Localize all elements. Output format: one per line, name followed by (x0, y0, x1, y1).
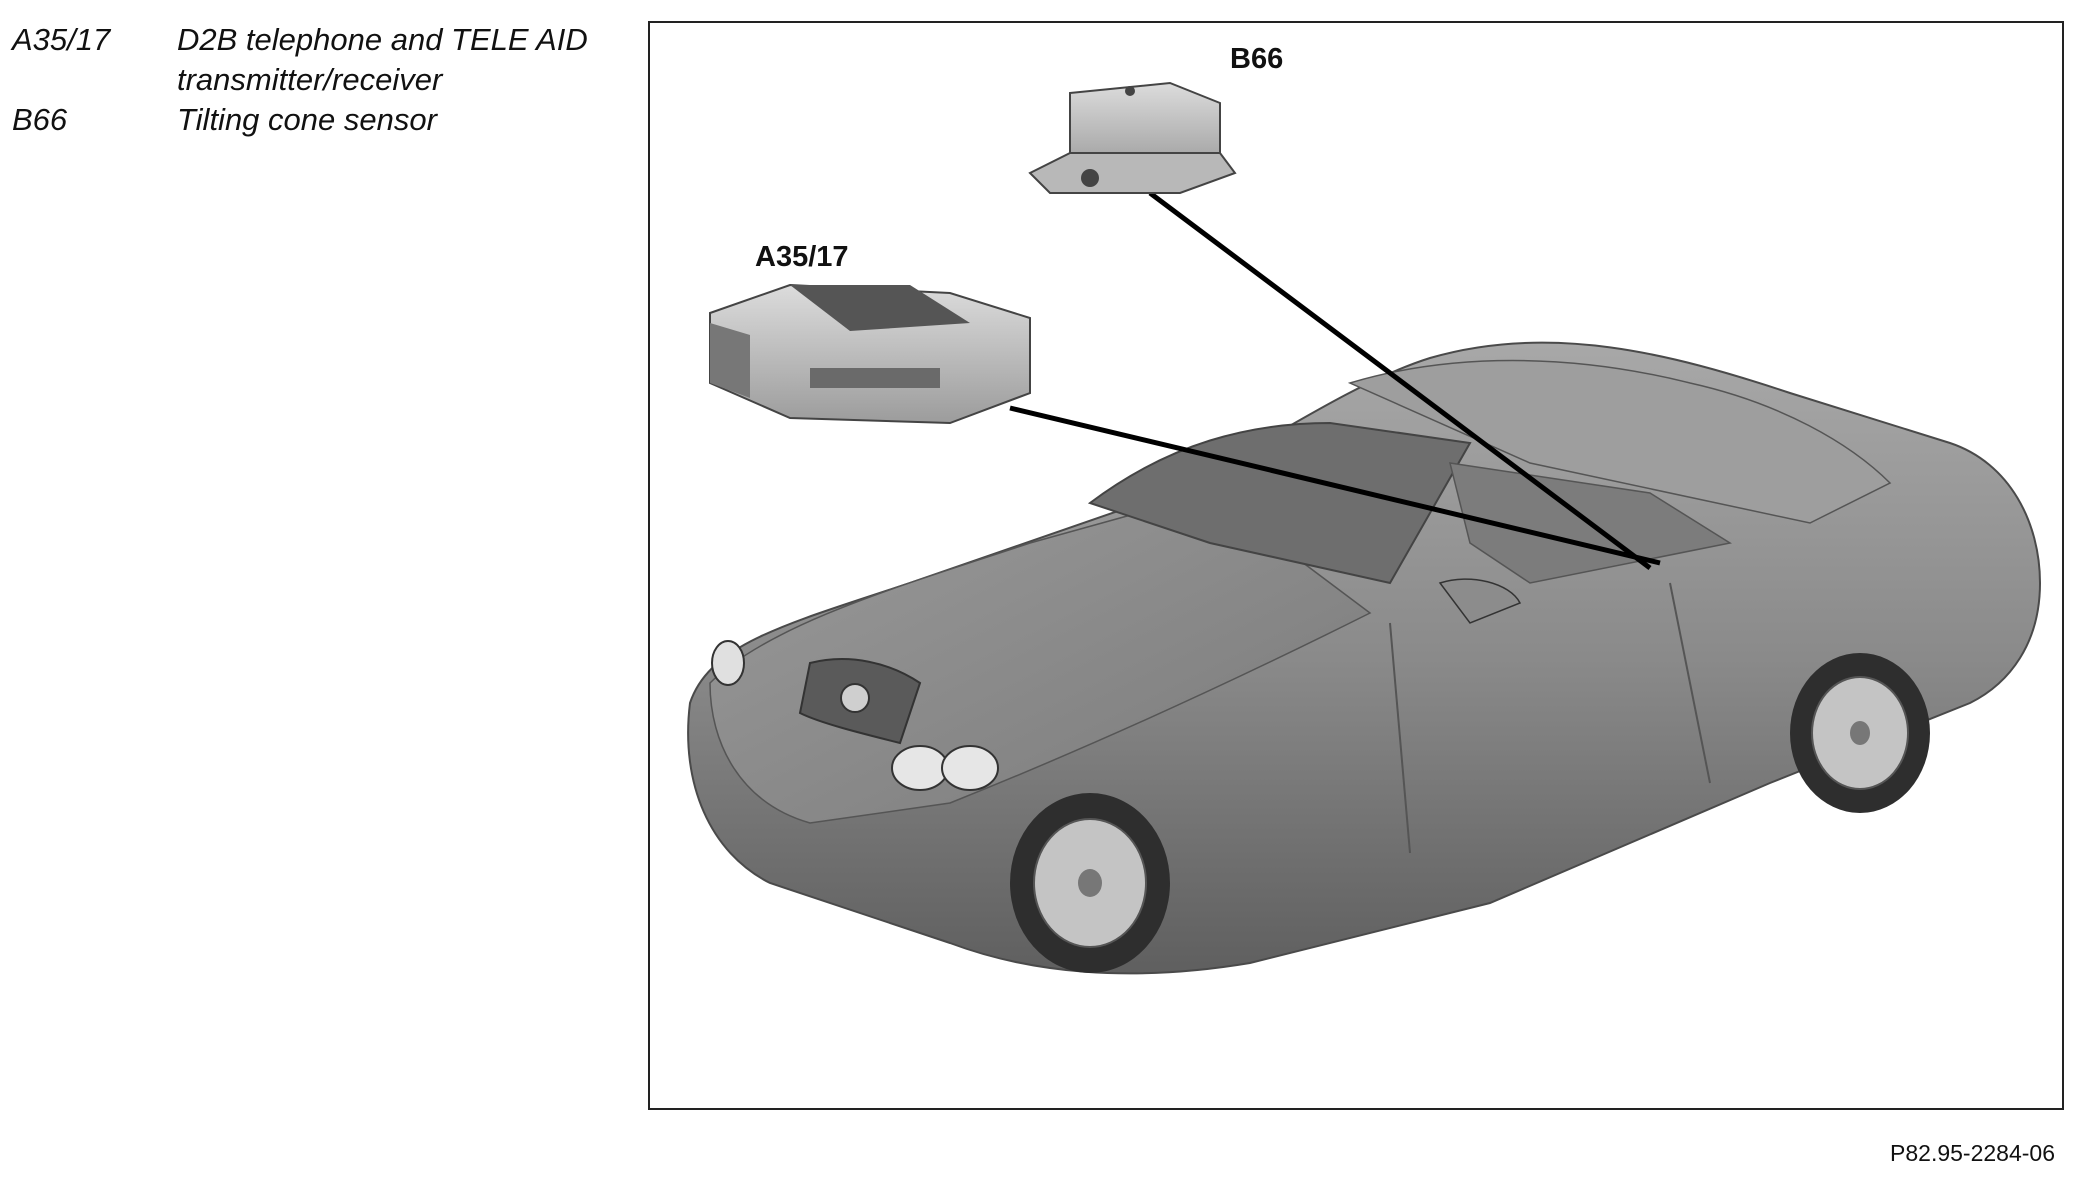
car-body (687, 341, 2042, 975)
leader-line-b66 (1148, 191, 1652, 570)
diagram-frame: B66 A35/17 (648, 21, 2064, 1110)
callout-a35-17: A35/17 (755, 241, 849, 273)
rear-wheel (1790, 653, 1930, 813)
legend-description: Tilting cone sensor (177, 102, 437, 137)
legend-description: D2B telephone and TELE AID transmitter/r… (177, 20, 588, 100)
legend-description-line-1: D2B telephone and TELE AID (177, 22, 588, 57)
callout-b66: B66 (1230, 43, 1284, 75)
legend-code: A35/17 (12, 22, 111, 57)
front-wheel (1010, 793, 1170, 973)
legend-code: B66 (12, 102, 68, 137)
sensor-b66 (1028, 81, 1237, 194)
car-illustration (687, 81, 2042, 975)
leader-line-a35-17 (1009, 405, 1661, 566)
module-a35-17 (709, 283, 1031, 425)
legend-description-line-2: transmitter/receiver (177, 62, 443, 97)
figure-reference: P82.95-2284-06 (1890, 1140, 2055, 1166)
